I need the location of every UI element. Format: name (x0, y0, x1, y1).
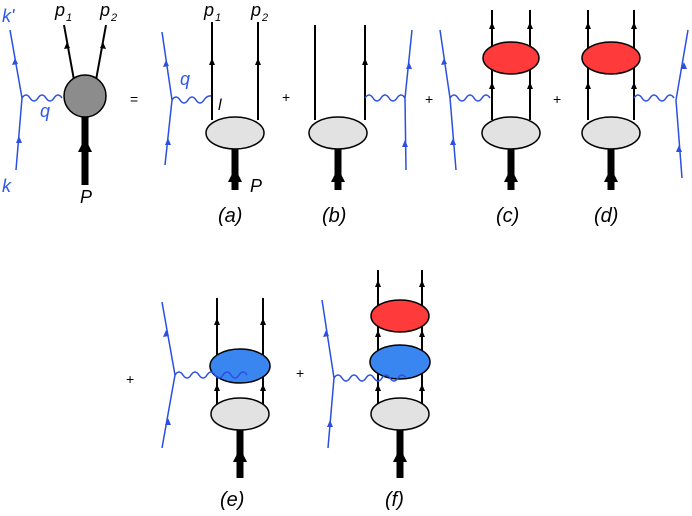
lhs-diagram: k' k q p 1 p 2 P (2, 0, 117, 207)
label-p2-sub: 2 (110, 12, 117, 24)
photon-a (171, 95, 213, 104)
label-p2-a-sub: 2 (261, 12, 268, 24)
diagram-c: (c) (439, 10, 541, 227)
label-k-prime: k' (2, 6, 15, 26)
photon-b (364, 94, 406, 102)
label-p1-sub: 1 (66, 12, 72, 24)
virtual-photon (21, 94, 63, 102)
fsi-blob-d (581, 41, 641, 75)
label-P: P (80, 187, 92, 207)
label-q-a: q (180, 69, 190, 89)
caption-b: (b) (322, 205, 346, 227)
nucleon-arrow-p2 (100, 42, 106, 49)
lepton-arrow-out (12, 58, 18, 65)
label-p1-a-sub: 1 (215, 12, 221, 24)
nucleon-arrow-p1 (64, 42, 70, 49)
label-k: k (2, 176, 12, 196)
photon-c (449, 94, 491, 102)
target-blob-c (481, 116, 541, 150)
target-blob-a (205, 116, 265, 150)
nucleon-line-p1 (63, 24, 75, 81)
fsi-blob-c (482, 41, 540, 75)
plus-sign-4: + (126, 371, 134, 387)
diagram-e: (e) (161, 298, 271, 511)
caption-a: (a) (218, 205, 242, 227)
fsi-blob-f (370, 299, 430, 333)
nucleon-line-p2 (95, 24, 107, 81)
target-blob-d (581, 116, 641, 150)
plus-sign-5: + (296, 365, 304, 381)
plus-sign-2: + (425, 91, 433, 107)
diagram-d: (d) (581, 10, 689, 227)
label-q: q (40, 101, 50, 121)
plus-sign-3: + (553, 91, 561, 107)
label-l: l (218, 97, 222, 114)
target-blob-b (308, 116, 368, 150)
full-vertex-blob (63, 74, 107, 118)
photon-d (633, 94, 675, 102)
label-p1: p (54, 0, 65, 20)
caption-e: (e) (220, 489, 244, 511)
equals-sign: = (130, 91, 138, 107)
target-blob-e (210, 397, 270, 431)
caption-f: (f) (385, 489, 404, 511)
caption-c: (c) (496, 205, 519, 227)
label-p1-a: p (203, 0, 214, 20)
diagram-f: (f) (321, 270, 431, 511)
diagram-b: (b) (308, 25, 413, 227)
lepton-line (9, 29, 23, 171)
label-p2: p (99, 0, 110, 20)
lepton-arrow-in (16, 136, 22, 143)
photon-e (174, 371, 248, 379)
target-blob-f (370, 397, 430, 431)
label-p2-a: p (250, 0, 261, 20)
diagram-a: q l p 1 p 2 P (a) (161, 0, 268, 227)
mec-blob-f (369, 344, 431, 380)
caption-d: (d) (594, 205, 618, 227)
photon-f (333, 374, 407, 382)
label-P-a: P (250, 176, 262, 196)
mec-blob-e (209, 348, 271, 384)
nucleus-arrow (78, 138, 92, 152)
plus-sign-1: + (282, 89, 290, 105)
